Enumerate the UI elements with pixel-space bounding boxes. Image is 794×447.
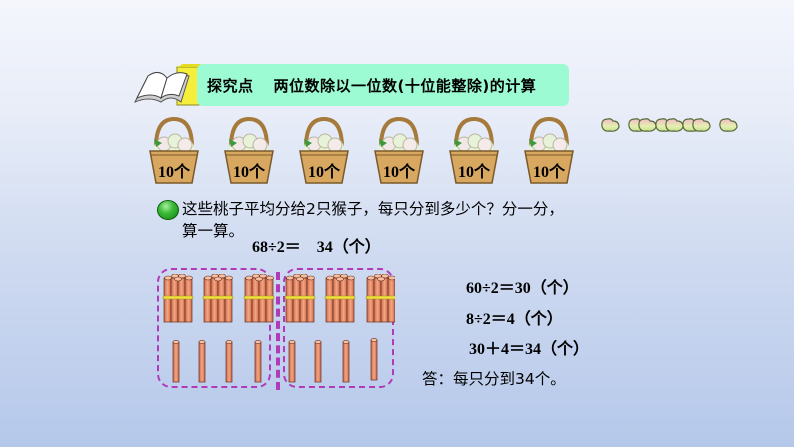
question-line-1: 这些桃子平均分给2只猴子，每只分到多少个？分一分， — [182, 200, 564, 218]
basket-label: 10个 — [307, 164, 340, 181]
peach-basket: 10个 — [296, 116, 352, 187]
sticks-illustration — [162, 274, 395, 383]
basket-label: 10个 — [157, 164, 190, 181]
peach-icon — [601, 118, 620, 132]
basket-label: 10个 — [232, 164, 265, 181]
green-circle-bullet-icon — [157, 200, 179, 220]
peach-basket: 10个 — [521, 116, 577, 187]
peach-icon — [665, 118, 684, 132]
question-line-2: 算一算。 — [182, 222, 245, 240]
step-equation-2: 8÷2＝4（个） — [466, 311, 563, 328]
stick-group-left — [157, 268, 271, 388]
peach-icon — [719, 118, 738, 132]
main-equation: 68÷2＝ 34（个） — [252, 239, 381, 256]
basket-label: 10个 — [382, 164, 415, 181]
section-topic: 两位数除以一位数(十位能整除)的计算 — [273, 76, 537, 95]
peach-basket: 10个 — [371, 116, 427, 187]
step-equation-1: 60÷2＝30（个） — [466, 280, 579, 297]
basket-label: 10个 — [532, 164, 565, 181]
peach-basket: 10个 — [221, 116, 277, 187]
peach-basket: 10个 — [146, 116, 202, 187]
stick-group-right — [283, 268, 394, 388]
basket-label: 10个 — [457, 164, 490, 181]
section-label: 探究点 — [207, 76, 254, 95]
peach-icon — [692, 118, 711, 132]
step-equation-3: 30＋4＝34（个） — [469, 341, 590, 358]
open-book-icon — [133, 64, 201, 108]
loose-peaches-right — [636, 117, 739, 152]
question-text: 这些桃子平均分给2只猴子，每只分到多少个？分一分， 算一算。 — [182, 198, 602, 242]
peach-basket: 10个 — [446, 116, 502, 187]
section-title-bar: 探究点 两位数除以一位数(十位能整除)的计算 — [197, 64, 569, 106]
group-divider — [276, 272, 280, 390]
peach-icon — [638, 118, 657, 132]
answer-text: 答：每只分到34个。 — [422, 370, 566, 388]
